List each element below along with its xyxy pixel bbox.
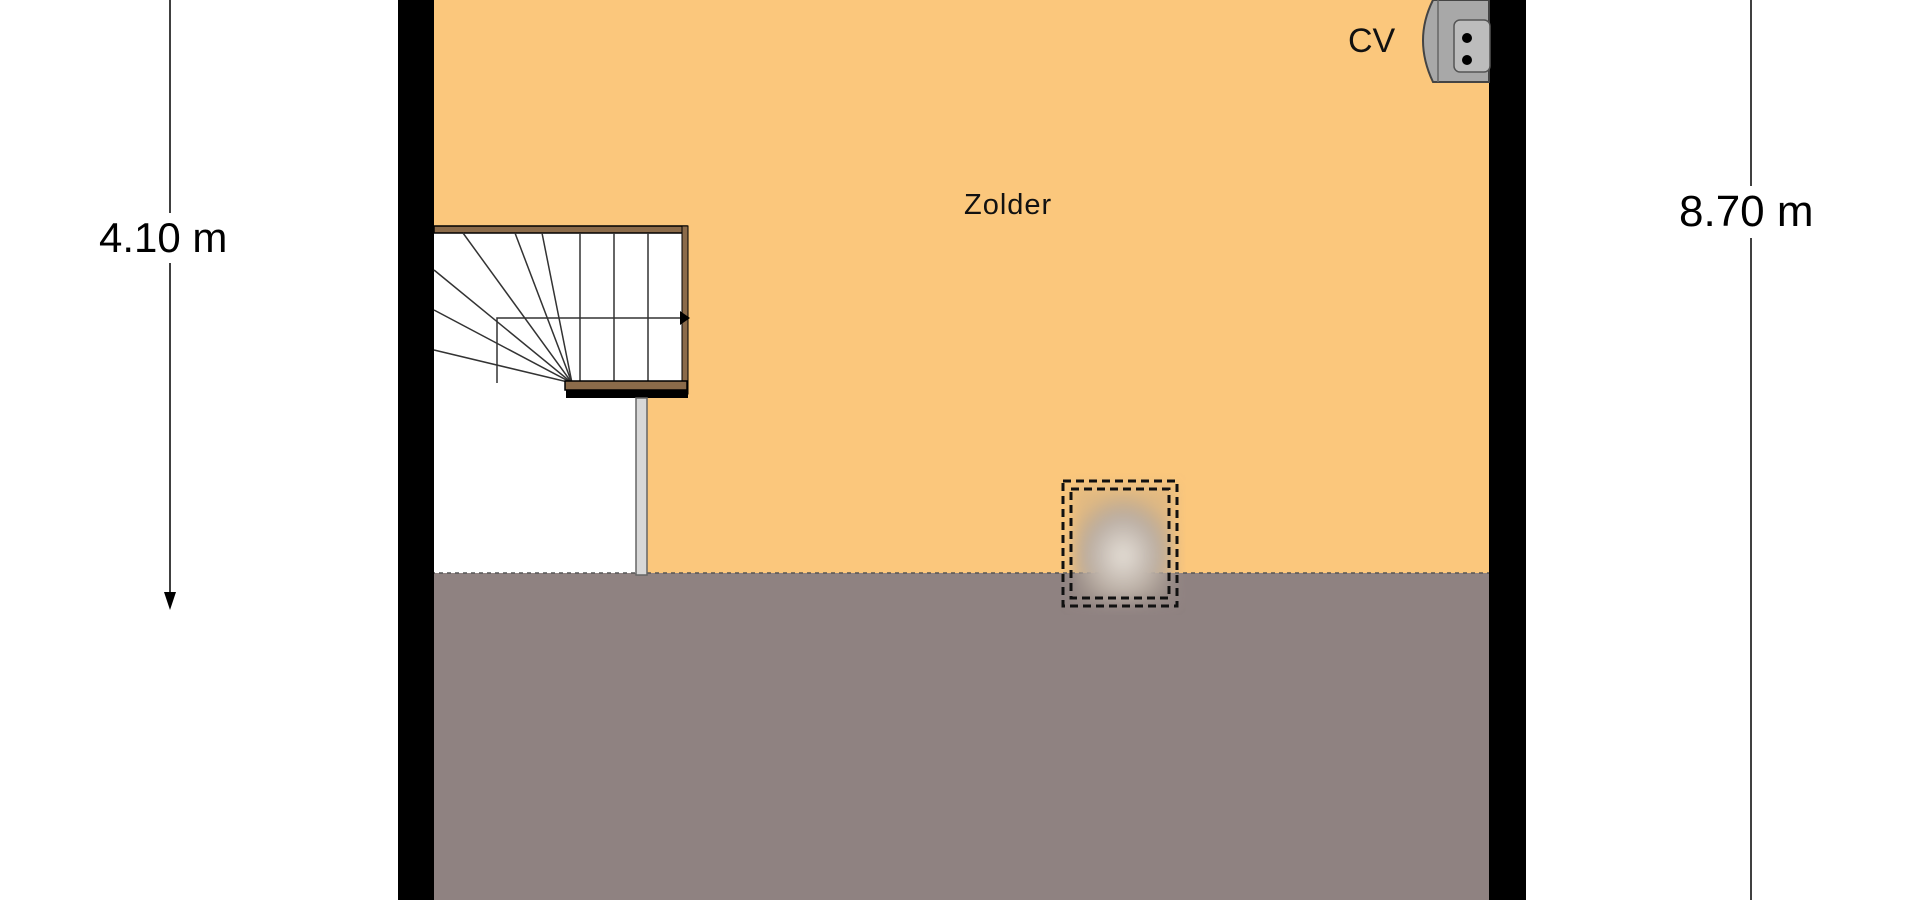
roof-hatch-icon <box>1061 479 1179 608</box>
boiler-label: CV <box>1348 22 1396 60</box>
stairwell-void <box>432 390 642 575</box>
boiler-icon <box>1422 0 1491 83</box>
dimension-line-left <box>164 0 176 610</box>
wall-right <box>1489 0 1526 900</box>
dimension-label-left: 4.10 m <box>97 213 230 263</box>
dimension-label-right: 8.70 m <box>1677 186 1816 238</box>
sloped-roof-area <box>432 573 1490 900</box>
staircase-icon <box>433 225 690 576</box>
room-label-zolder: Zolder <box>964 189 1053 221</box>
wall-left <box>398 0 434 900</box>
